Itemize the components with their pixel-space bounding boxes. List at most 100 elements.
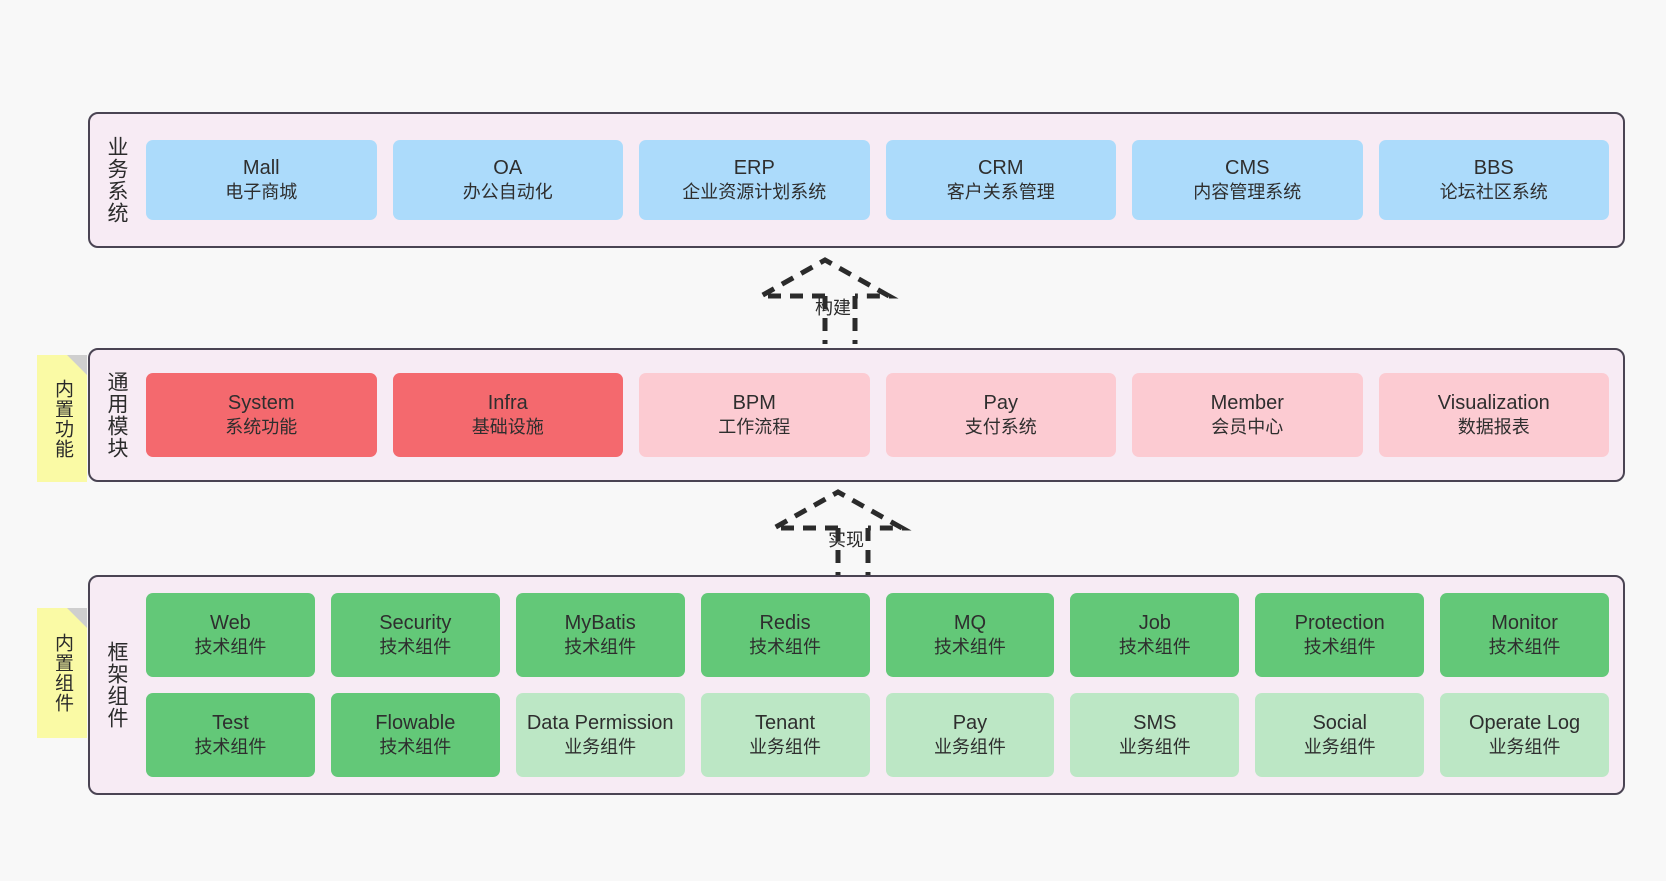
card-title: CRM xyxy=(977,157,1024,180)
card-title: BBS xyxy=(1473,157,1514,180)
card-subtitle: 技术组件 xyxy=(1118,637,1191,658)
card-subtitle: 基础设施 xyxy=(471,417,544,438)
card-social[interactable]: Social 业务组件 xyxy=(1255,693,1425,777)
card-subtitle: 数据报表 xyxy=(1457,417,1530,438)
connector-build-label: 构建 xyxy=(815,298,851,318)
framework-tech-components-row: Web 技术组件 Security 技术组件 MyBatis 技术组件 Redi… xyxy=(146,593,1609,677)
card-title: Operate Log xyxy=(1468,712,1581,735)
card-subtitle: 技术组件 xyxy=(749,637,822,658)
card-subtitle: 技术组件 xyxy=(1303,637,1376,658)
generalization-arrow-icon xyxy=(764,489,912,576)
card-cms[interactable]: CMS 内容管理系统 xyxy=(1132,140,1363,220)
layer-framework-components: 框架组件 Web 技术组件 Security 技术组件 MyBatis 技术组件… xyxy=(88,575,1625,795)
card-subtitle: 系统功能 xyxy=(225,417,298,438)
card-subtitle: 技术组件 xyxy=(933,637,1006,658)
card-title: Monitor xyxy=(1491,612,1558,635)
card-title: Visualization xyxy=(1437,392,1550,415)
card-title: Flowable xyxy=(375,712,456,735)
card-title: Redis xyxy=(759,612,811,635)
card-system[interactable]: System 系统功能 xyxy=(146,373,377,457)
card-subtitle: 客户关系管理 xyxy=(946,182,1055,203)
card-title: Tenant xyxy=(755,712,816,735)
common-modules-row: System 系统功能 Infra 基础设施 BPM 工作流程 Pay 支付系统… xyxy=(146,373,1609,457)
card-redis[interactable]: Redis 技术组件 xyxy=(700,593,870,677)
sticky-note-builtin-functions: 内置功能 xyxy=(37,355,87,482)
card-web[interactable]: Web 技术组件 xyxy=(146,593,315,677)
card-subtitle: 电子商城 xyxy=(225,182,298,203)
card-operate-log[interactable]: Operate Log 业务组件 xyxy=(1440,693,1609,777)
card-mall[interactable]: Mall 电子商城 xyxy=(146,140,377,220)
card-visualization[interactable]: Visualization 数据报表 xyxy=(1378,373,1609,457)
card-pay-business[interactable]: Pay 业务组件 xyxy=(885,693,1055,777)
card-title: MyBatis xyxy=(564,612,636,635)
layer-body-common-modules: System 系统功能 Infra 基础设施 BPM 工作流程 Pay 支付系统… xyxy=(142,350,1623,480)
card-title: Pay xyxy=(983,392,1018,415)
card-mybatis[interactable]: MyBatis 技术组件 xyxy=(515,593,685,677)
card-title: SMS xyxy=(1133,712,1177,735)
layer-title-common-modules: 通用模块 xyxy=(104,371,128,459)
generalization-arrow-icon xyxy=(751,257,899,344)
card-subtitle: 业务组件 xyxy=(749,737,822,758)
card-title: OA xyxy=(493,157,523,180)
card-mq[interactable]: MQ 技术组件 xyxy=(885,593,1055,677)
layer-body-business-systems: Mall 电子商城 OA 办公自动化 ERP 企业资源计划系统 CRM 客户关系… xyxy=(142,114,1623,246)
card-title: ERP xyxy=(733,157,775,180)
card-erp[interactable]: ERP 企业资源计划系统 xyxy=(639,140,870,220)
card-title: Pay xyxy=(952,712,988,735)
card-title: Web xyxy=(210,612,251,635)
card-test[interactable]: Test 技术组件 xyxy=(146,693,315,777)
sticky-note-builtin-components: 内置组件 xyxy=(37,608,87,738)
card-subtitle: 业务组件 xyxy=(1118,737,1191,758)
card-title: Mall xyxy=(242,157,280,180)
business-systems-row: Mall 电子商城 OA 办公自动化 ERP 企业资源计划系统 CRM 客户关系… xyxy=(146,140,1609,220)
card-flowable[interactable]: Flowable 技术组件 xyxy=(330,693,500,777)
card-title: MQ xyxy=(953,612,987,635)
layer-title-framework-components: 框架组件 xyxy=(104,641,128,729)
layer-body-framework-components: Web 技术组件 Security 技术组件 MyBatis 技术组件 Redi… xyxy=(142,577,1623,793)
card-subtitle: 业务组件 xyxy=(1488,737,1561,758)
card-job[interactable]: Job 技术组件 xyxy=(1070,593,1240,677)
framework-business-components-row: Test 技术组件 Flowable 技术组件 Data Permission … xyxy=(146,693,1609,777)
card-protection[interactable]: Protection 技术组件 xyxy=(1255,593,1425,677)
card-title: Social xyxy=(1312,712,1367,735)
sticky-note-label: 内置功能 xyxy=(52,378,74,459)
card-subtitle: 技术组件 xyxy=(379,737,452,758)
card-infra[interactable]: Infra 基础设施 xyxy=(392,373,623,457)
card-subtitle: 企业资源计划系统 xyxy=(682,182,827,203)
card-oa[interactable]: OA 办公自动化 xyxy=(392,140,623,220)
card-subtitle: 办公自动化 xyxy=(462,182,553,203)
card-monitor[interactable]: Monitor 技术组件 xyxy=(1440,593,1609,677)
card-tenant[interactable]: Tenant 业务组件 xyxy=(700,693,870,777)
card-subtitle: 技术组件 xyxy=(194,737,267,758)
card-title: CMS xyxy=(1225,157,1270,180)
card-subtitle: 工作流程 xyxy=(718,417,791,438)
card-subtitle: 业务组件 xyxy=(564,737,637,758)
layer-title-business-systems: 业务系统 xyxy=(104,136,128,224)
connector-build: 构建 xyxy=(751,257,903,344)
card-security[interactable]: Security 技术组件 xyxy=(330,593,500,677)
card-bpm[interactable]: BPM 工作流程 xyxy=(639,373,870,457)
card-title: Protection xyxy=(1294,612,1385,635)
card-title: System xyxy=(227,392,295,415)
layer-business-systems: 业务系统 Mall 电子商城 OA 办公自动化 ERP 企业资源计划系统 CRM… xyxy=(88,112,1625,248)
card-title: Data Permission xyxy=(526,712,674,735)
card-title: Member xyxy=(1210,392,1284,415)
layer-common-modules: 通用模块 System 系统功能 Infra 基础设施 BPM 工作流程 Pay… xyxy=(88,348,1625,482)
connector-implement: 实现 xyxy=(764,489,916,576)
card-subtitle: 业务组件 xyxy=(933,737,1006,758)
sticky-note-label: 内置组件 xyxy=(52,633,74,713)
card-crm[interactable]: CRM 客户关系管理 xyxy=(885,140,1116,220)
card-subtitle: 论坛社区系统 xyxy=(1439,182,1548,203)
card-bbs[interactable]: BBS 论坛社区系统 xyxy=(1378,140,1609,220)
card-subtitle: 支付系统 xyxy=(964,417,1037,438)
connector-implement-label: 实现 xyxy=(828,530,864,550)
card-member[interactable]: Member 会员中心 xyxy=(1132,373,1363,457)
card-title: Job xyxy=(1138,612,1171,635)
card-subtitle: 会员中心 xyxy=(1211,417,1284,438)
card-subtitle: 技术组件 xyxy=(1488,637,1561,658)
card-pay[interactable]: Pay 支付系统 xyxy=(885,373,1116,457)
card-title: Infra xyxy=(487,392,528,415)
card-sms[interactable]: SMS 业务组件 xyxy=(1070,693,1240,777)
card-data-permission[interactable]: Data Permission 业务组件 xyxy=(515,693,685,777)
